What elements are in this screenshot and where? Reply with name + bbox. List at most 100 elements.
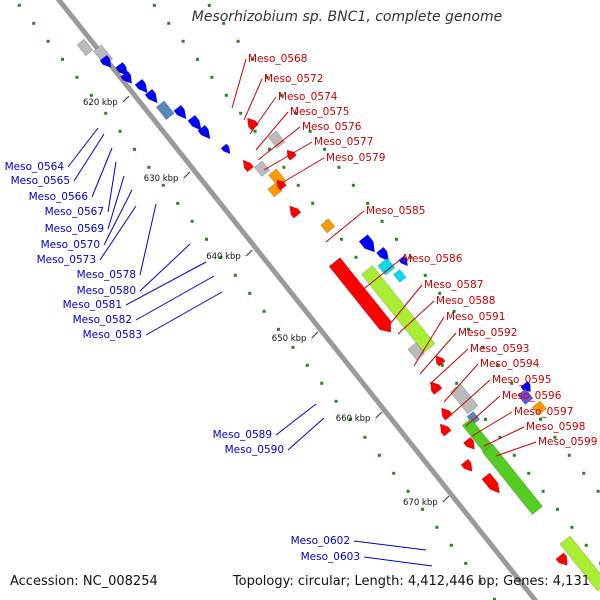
kbp-tick-3	[311, 331, 319, 339]
gc-tick-2	[294, 111, 298, 115]
gc-tick-0	[32, 21, 36, 25]
gc-tick-1	[541, 489, 545, 493]
gene-label-right-18: Meso_0598	[526, 421, 585, 433]
gc-tick-0	[233, 273, 237, 277]
leader-right-1	[243, 78, 263, 121]
leader-right-12	[419, 332, 457, 375]
gc-tick-0	[406, 489, 410, 493]
gc-tick-2	[596, 489, 600, 493]
gc-tick-0	[118, 129, 122, 133]
gene-label-left-6: Meso_0573	[37, 254, 96, 266]
gene-block-4-shape	[120, 70, 133, 84]
gene-label-left-13: Meso_0590	[225, 444, 284, 456]
gene-block-33	[361, 265, 436, 353]
gene-block-11-shape	[220, 143, 231, 155]
gene-label-left-10: Meso_0582	[73, 314, 132, 326]
gene-block-2	[99, 54, 112, 68]
gc-tick-2	[409, 255, 413, 259]
leader-left-3	[107, 161, 117, 213]
gene-block-42-shape	[463, 436, 475, 450]
backbone-line	[55, 0, 539, 600]
gene-block-17	[393, 269, 407, 283]
gc-tick-0	[17, 3, 21, 7]
gene-block-0-shape	[76, 38, 94, 57]
gc-tick-2	[510, 381, 514, 385]
gc-tick-2	[395, 237, 398, 241]
kbp-label-5: 670 kbp	[403, 498, 438, 508]
gc-tick-2	[452, 309, 456, 313]
gene-block-32-shape	[328, 257, 392, 333]
gene-block-41	[439, 423, 452, 437]
gc-tick-0	[493, 597, 496, 600]
gene-label-left-4: Meso_0569	[45, 223, 104, 235]
gene-block-16	[377, 257, 396, 276]
gc-tick-0	[147, 165, 151, 169]
gc-tick-1	[584, 543, 588, 547]
gene-block-20-shape	[517, 388, 534, 405]
gene-block-44	[460, 458, 473, 472]
gene-block-9	[187, 114, 202, 132]
gene-block-37-shape	[449, 383, 479, 415]
gene-block-37	[449, 383, 479, 415]
kbp-tick-0	[122, 95, 130, 103]
gene-block-7-shape	[155, 100, 175, 121]
leader-left-7	[139, 203, 157, 276]
gc-tick-0	[449, 543, 453, 547]
gene-block-32	[328, 257, 392, 333]
leader-right-3	[255, 111, 289, 151]
gene-label-right-4: Meso_0576	[302, 121, 362, 133]
leader-right-6	[279, 157, 325, 185]
gc-tick-2	[351, 183, 355, 187]
gene-label-right-5: Meso_0577	[314, 136, 373, 148]
gene-block-45	[481, 472, 500, 494]
gene-block-47	[555, 552, 568, 566]
label-leader-lines	[67, 58, 537, 567]
gc-tick-2	[553, 435, 557, 439]
gc-tick-1	[224, 93, 228, 97]
gc-tick-2	[222, 21, 226, 25]
leader-left-0	[67, 127, 99, 168]
accession-text: Accession: NC_008254	[10, 574, 158, 589]
leader-right-11	[413, 316, 445, 367]
gene-block-26	[286, 149, 297, 161]
leader-right-13	[429, 348, 469, 385]
gc-tick-0	[205, 237, 208, 241]
gc-tick-1	[484, 417, 487, 421]
gc-tick-1	[268, 147, 271, 151]
gene-block-30	[276, 179, 287, 191]
gene-block-3-shape	[115, 61, 129, 77]
gene-block-24-shape	[247, 117, 259, 131]
gene-block-16-shape	[377, 257, 396, 276]
gc-tick-0	[277, 327, 280, 331]
leader-left-12	[275, 403, 317, 436]
gene-label-left-5: Meso_0570	[41, 239, 100, 251]
leader-left-10	[135, 275, 215, 321]
gene-label-left-14: Meso_0602	[291, 535, 350, 547]
gene-block-27	[253, 160, 271, 177]
gene-block-24	[247, 117, 259, 131]
gc-tick-1	[498, 435, 502, 439]
gc-tick-0	[320, 381, 324, 385]
gc-tick-1	[527, 471, 531, 475]
gc-tick-1	[296, 183, 300, 187]
gc-tick-1	[556, 507, 559, 511]
gene-block-9-shape	[187, 114, 202, 132]
leader-left-15	[363, 556, 433, 567]
gene-labels: Meso_0568Meso_0572Meso_0574Meso_0575Meso…	[5, 53, 598, 563]
gc-tick-2	[279, 93, 283, 97]
gc-tick-0	[421, 507, 424, 511]
leader-right-18	[483, 426, 525, 447]
leader-left-5	[103, 189, 133, 246]
gene-block-29	[242, 159, 255, 173]
gc-tick-2	[337, 165, 341, 169]
gc-tick-2	[495, 363, 499, 367]
gc-tick-0	[248, 291, 252, 295]
gc-tick-1	[152, 3, 156, 7]
gene-label-right-9: Meso_0587	[424, 279, 483, 291]
gene-block-42	[463, 436, 475, 450]
gc-tick-1	[167, 21, 171, 25]
gene-block-15-shape	[376, 246, 390, 262]
gc-tick-2	[423, 273, 427, 277]
